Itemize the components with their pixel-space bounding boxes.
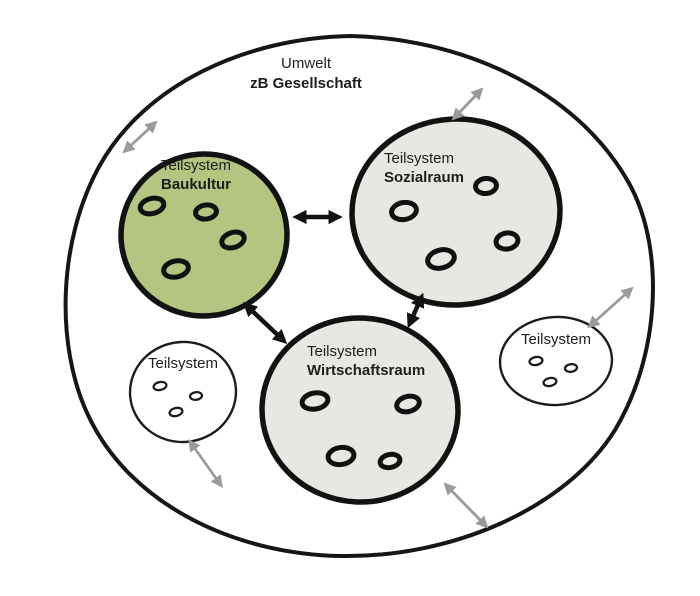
blob-oval <box>161 258 191 280</box>
blob-oval <box>542 376 558 388</box>
blob-oval <box>193 202 219 222</box>
sozialraum-type-label: Teilsystem <box>384 150 454 167</box>
blob-oval <box>425 247 457 271</box>
small-left-type-label: Teilsystem <box>148 355 218 372</box>
environment-sublabel: zB Gesellschaft <box>250 75 362 92</box>
small-left-circle <box>128 340 238 444</box>
blob-oval <box>377 451 403 471</box>
blob-oval <box>137 195 167 217</box>
boundary-arrow-bottom-left <box>188 438 223 489</box>
subsystem-small-left: Teilsystem <box>128 340 238 444</box>
blob-oval <box>325 444 357 468</box>
subsystem-baukultur: Teilsystem Baukultur <box>118 151 290 319</box>
blob-oval <box>188 390 204 402</box>
sozialraum-circle <box>349 116 563 308</box>
small-right-type-label: Teilsystem <box>521 331 591 348</box>
blob-oval <box>152 380 168 392</box>
baukultur-name: Baukultur <box>161 176 231 193</box>
wirtschaftsraum-name: Wirtschaftsraum <box>307 362 425 379</box>
boundary-arrow-right <box>587 286 634 329</box>
small-right-circle <box>498 315 614 407</box>
arrow-sozialraum-wirtschaftsraum <box>406 292 425 329</box>
arrow-baukultur-wirtschaftsraum <box>242 302 288 344</box>
blob-oval <box>394 393 422 415</box>
blob-oval <box>219 229 247 251</box>
blob-oval <box>168 406 184 418</box>
baukultur-circle <box>118 151 290 319</box>
subsystem-sozialraum: Teilsystem Sozialraum <box>349 116 563 308</box>
blob-oval <box>299 390 331 412</box>
wirtschaftsraum-type-label: Teilsystem <box>307 343 377 360</box>
blob-oval <box>563 362 579 374</box>
blob-oval <box>389 199 419 223</box>
boundary-arrow-top-right <box>451 87 484 121</box>
environment-label: Umwelt <box>281 55 332 72</box>
blob-oval <box>473 175 499 197</box>
boundary-arrow-bottom-right <box>443 482 489 529</box>
wirtschaftsraum-circle <box>259 315 461 505</box>
baukultur-type-label: Teilsystem <box>161 157 231 174</box>
sozialraum-name: Sozialraum <box>384 169 464 186</box>
blob-oval <box>528 355 544 367</box>
boundary-arrow-top-left <box>122 120 158 154</box>
subsystem-small-right: Teilsystem <box>498 315 614 407</box>
subsystem-wirtschaftsraum: Teilsystem Wirtschaftsraum <box>259 315 461 505</box>
blob-oval <box>493 230 521 252</box>
